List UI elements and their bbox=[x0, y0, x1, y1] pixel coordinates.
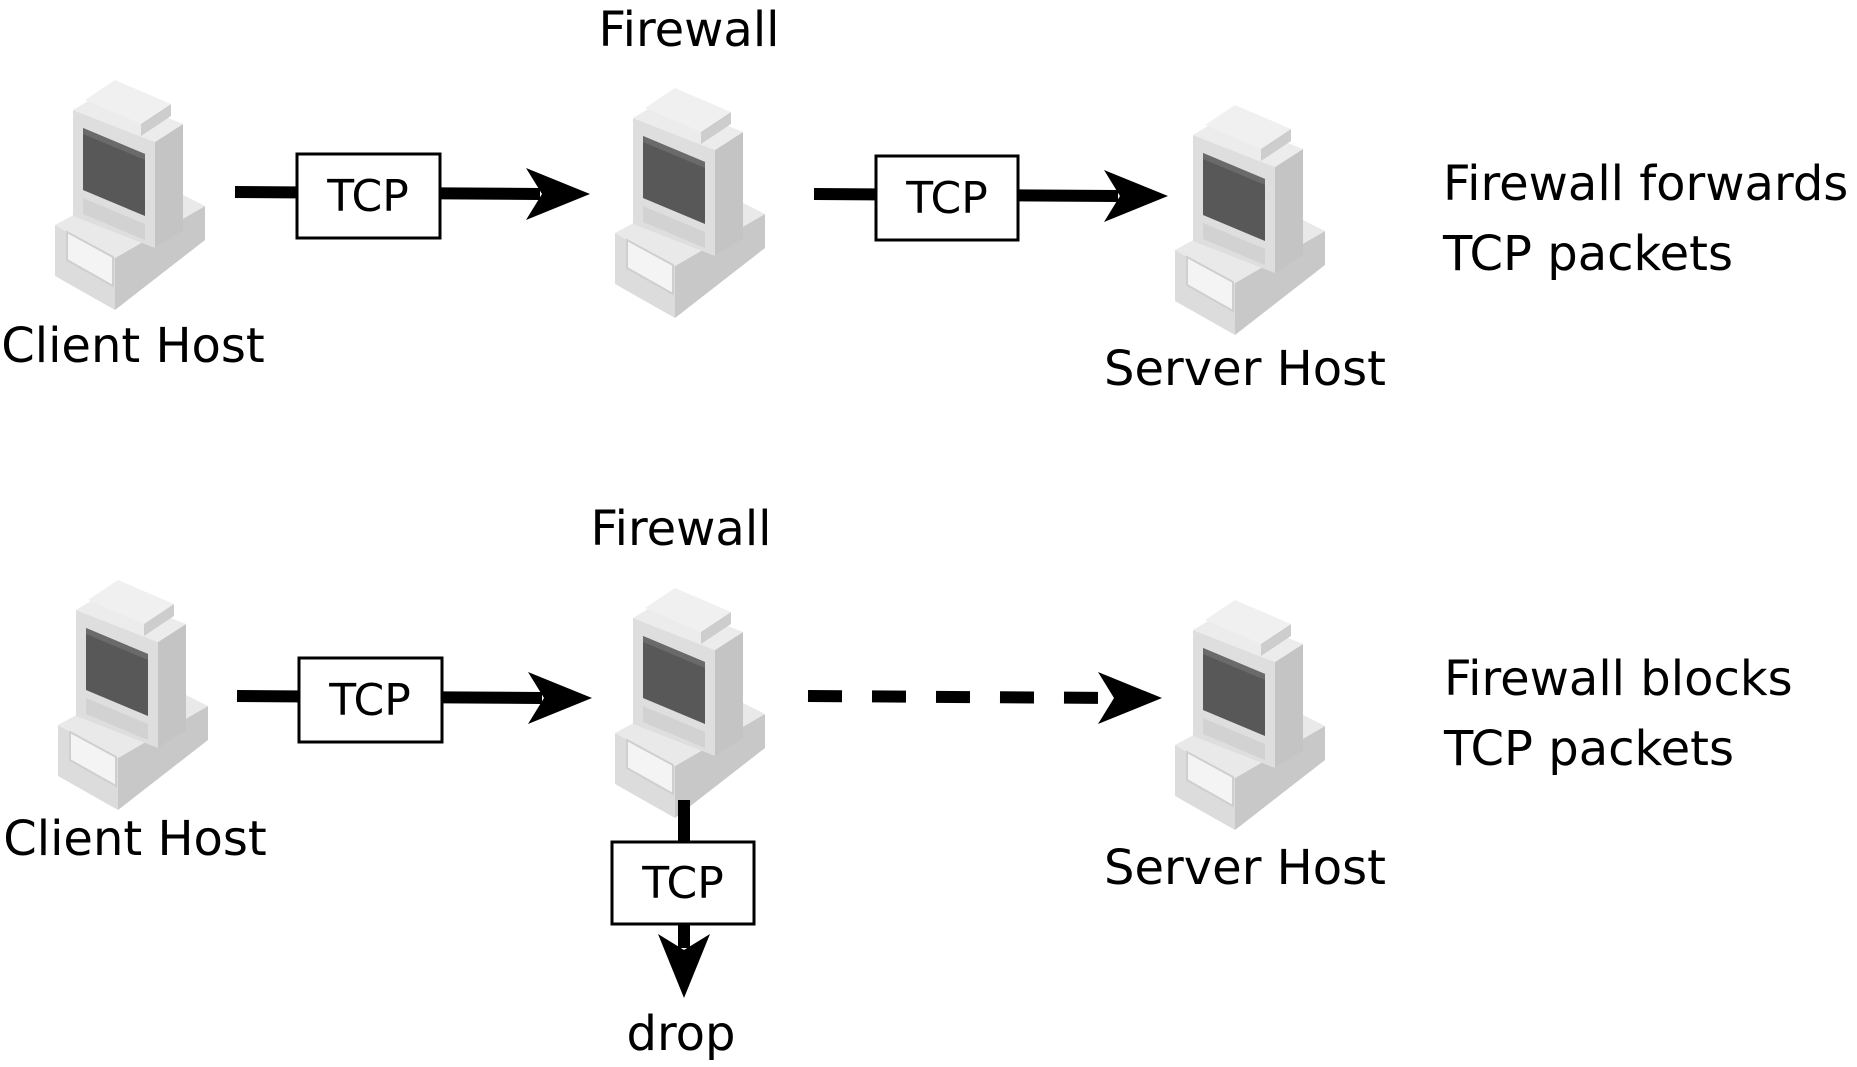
caption-line-1: Firewall blocks bbox=[1444, 651, 1793, 707]
client-host-label: Client Host bbox=[3, 811, 267, 867]
server-host-label: Server Host bbox=[1104, 840, 1386, 896]
caption-line-1: Firewall forwards bbox=[1443, 156, 1848, 212]
blocked-path-dashed-line bbox=[807, 690, 1113, 704]
arrowhead bbox=[1098, 672, 1162, 724]
scenario-block: Firewall Client Host Server Host TCP TCP… bbox=[3, 501, 1792, 1062]
client-computer-icon bbox=[55, 80, 206, 310]
packet-label: TCP bbox=[905, 173, 988, 224]
arrowhead bbox=[528, 672, 592, 724]
firewall-label: Firewall bbox=[598, 2, 779, 58]
drop-label: drop bbox=[627, 1006, 736, 1062]
caption-line-2: TCP packets bbox=[1442, 226, 1733, 282]
server-computer-icon bbox=[1175, 600, 1326, 830]
firewall-computer-icon bbox=[615, 88, 766, 318]
packet-label: TCP bbox=[641, 858, 724, 909]
server-host-label: Server Host bbox=[1104, 341, 1386, 397]
client-computer-icon bbox=[58, 580, 209, 810]
packet-label: TCP bbox=[326, 171, 409, 222]
caption-line-2: TCP packets bbox=[1443, 721, 1734, 777]
packet-box bbox=[297, 656, 444, 744]
client-host-label: Client Host bbox=[1, 318, 265, 374]
scenario-forward: Firewall Client Host Server Host TCP TCP… bbox=[1, 2, 1848, 397]
drop-arrowhead bbox=[658, 934, 710, 998]
packet-label: TCP bbox=[328, 675, 411, 726]
packet-box bbox=[295, 152, 442, 240]
firewall-computer-icon bbox=[615, 588, 766, 818]
server-computer-icon bbox=[1175, 105, 1326, 335]
arrowhead bbox=[526, 168, 590, 220]
arrowhead bbox=[1104, 170, 1168, 222]
packet-box bbox=[874, 154, 1020, 242]
firewall-label: Firewall bbox=[590, 501, 771, 557]
dropped-packet-box bbox=[610, 840, 756, 926]
